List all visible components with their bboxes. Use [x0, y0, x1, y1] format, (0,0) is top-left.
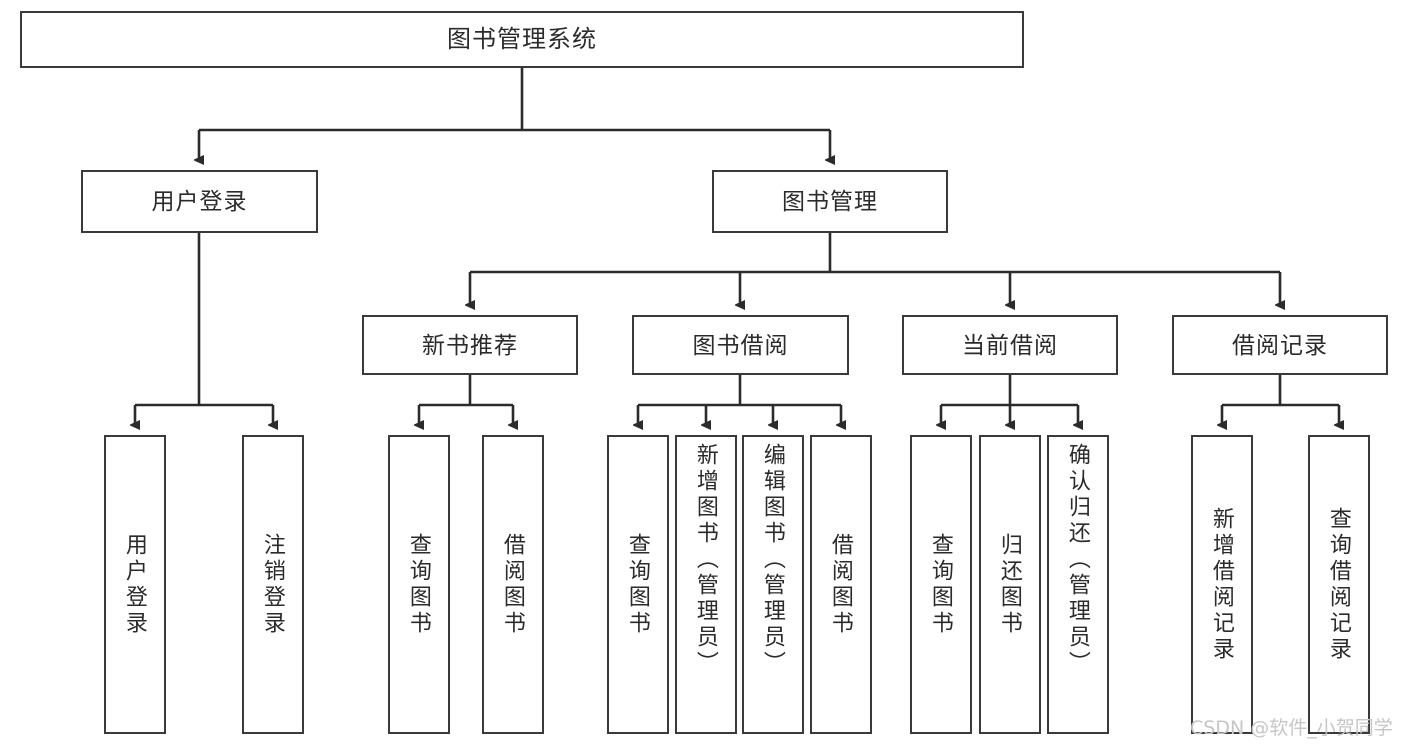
node-user-login[interactable]: 用户登录 [81, 170, 318, 233]
node-label: 图书借阅 [692, 331, 789, 358]
leaf-new-book-borrow[interactable]: 借阅图书 [482, 435, 544, 734]
node-label: 借阅图书 [828, 532, 854, 637]
node-book-management[interactable]: 图书管理 [712, 170, 948, 233]
node-label: 新增图书（管理员） [693, 443, 719, 677]
node-label: 图书管理系统 [447, 25, 597, 53]
node-new-book-recommend[interactable]: 新书推荐 [362, 315, 578, 375]
node-label: 归还图书 [997, 532, 1023, 637]
node-borrow-record[interactable]: 借阅记录 [1172, 315, 1388, 375]
leaf-user-login-login[interactable]: 用户登录 [104, 435, 166, 734]
leaf-new-book-query[interactable]: 查询图书 [388, 435, 450, 734]
leaf-borrow-record-query[interactable]: 查询借阅记录 [1308, 435, 1370, 734]
node-label: 用户登录 [122, 532, 148, 637]
node-label: 当前借阅 [962, 331, 1058, 358]
node-label: 用户登录 [151, 188, 248, 214]
leaf-book-borrow-query[interactable]: 查询图书 [607, 435, 669, 734]
csdn-watermark: CSDN @软件_小贺同学 [1190, 717, 1393, 739]
node-label: 借阅记录 [1232, 331, 1328, 358]
leaf-borrow-record-add[interactable]: 新增借阅记录 [1191, 435, 1253, 734]
node-current-borrow[interactable]: 当前借阅 [902, 315, 1118, 375]
node-label: 查询图书 [625, 532, 651, 637]
leaf-current-borrow-return[interactable]: 归还图书 [979, 435, 1041, 734]
node-label: 查询图书 [406, 532, 432, 637]
node-label: 新书推荐 [422, 331, 518, 358]
node-label: 注销登录 [260, 532, 286, 637]
node-book-borrow[interactable]: 图书借阅 [632, 315, 849, 375]
leaf-user-login-logout[interactable]: 注销登录 [242, 435, 304, 734]
node-label: 确认归还（管理员） [1065, 443, 1091, 677]
leaf-book-borrow-borrow[interactable]: 借阅图书 [810, 435, 872, 734]
leaf-current-borrow-query[interactable]: 查询图书 [910, 435, 972, 734]
node-label: 图书管理 [782, 188, 878, 214]
node-label: 查询借阅记录 [1326, 506, 1352, 663]
leaf-current-borrow-confirm-return[interactable]: 确认归还（管理员） [1047, 435, 1109, 734]
leaf-book-borrow-add[interactable]: 新增图书（管理员） [675, 435, 737, 734]
leaf-book-borrow-edit[interactable]: 编辑图书（管理员） [742, 435, 804, 734]
node-root-system[interactable]: 图书管理系统 [20, 11, 1024, 68]
node-label: 新增借阅记录 [1209, 506, 1235, 663]
node-label: 编辑图书（管理员） [760, 443, 786, 677]
node-label: 借阅图书 [500, 532, 526, 637]
node-label: 查询图书 [928, 532, 954, 637]
